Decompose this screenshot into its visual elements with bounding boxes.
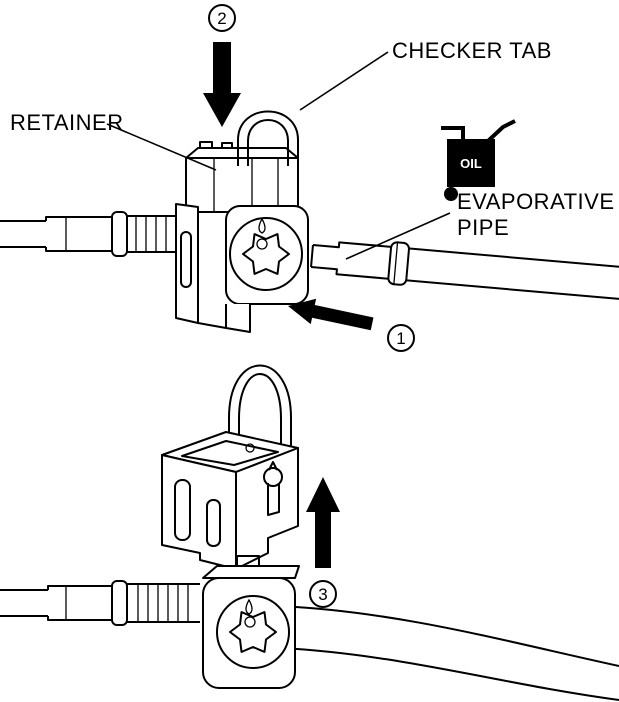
checker-tab-loop — [237, 110, 299, 166]
left-pipe-bottom — [0, 580, 200, 626]
retainer-label: RETAINER — [10, 110, 124, 135]
evaporative-pipe-label-line1: EVAPORATIVE — [457, 189, 615, 214]
evaporative-pipe — [310, 241, 619, 301]
step-2-badge: 2 — [208, 4, 236, 32]
left-pipe-top — [0, 211, 176, 257]
step-3-arrow-up-icon — [306, 477, 340, 568]
evaporative-pipe-leader-line — [345, 212, 451, 260]
oil-can-label: OIL — [460, 156, 482, 171]
step-2-arrow-down-icon — [203, 42, 241, 127]
step-3-number: 3 — [318, 585, 327, 604]
oil-can-icon: OIL — [441, 119, 516, 201]
connected-assembly — [0, 555, 619, 701]
step-3-badge: 3 — [309, 580, 337, 608]
quick-connector — [175, 110, 309, 333]
step-1-number: 1 — [396, 329, 405, 348]
retainer-part — [161, 364, 299, 570]
checker-tab-label: CHECKER TAB — [392, 38, 552, 63]
checker-tab-loop-bottom — [228, 364, 292, 462]
outlet-pipe — [279, 605, 619, 701]
retainer-leader-line — [106, 123, 217, 171]
connector-block-bottom — [202, 555, 300, 689]
spline-bore-bottom — [229, 611, 277, 653]
collar-ring — [387, 241, 410, 286]
checker-tab-leader-line — [299, 51, 389, 111]
step-1-arrow-left-icon — [288, 298, 374, 331]
spline-bore — [242, 233, 290, 275]
step-1-badge: 1 — [387, 324, 415, 352]
step-2-number: 2 — [217, 9, 226, 28]
evaporative-pipe-label-line2: PIPE — [457, 215, 509, 240]
retainer-cage — [175, 203, 199, 324]
